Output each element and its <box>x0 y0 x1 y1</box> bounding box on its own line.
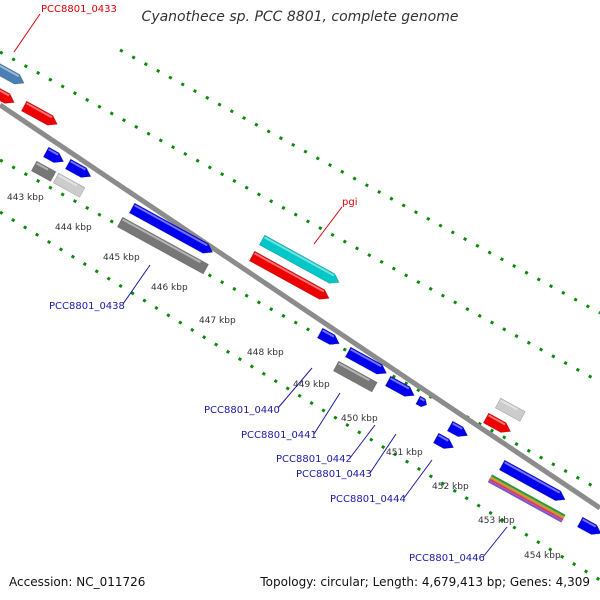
label-leader-line <box>313 392 341 435</box>
backbone-layer <box>0 102 600 511</box>
rna-arrow-a <box>0 82 15 104</box>
rna-arrow-c <box>482 412 512 433</box>
cds-arrow-0438-a <box>128 202 214 254</box>
label-leader-line <box>277 367 313 409</box>
cds-arrow-a <box>42 146 64 163</box>
gc-dots-outer-1 <box>0 50 600 384</box>
label-leader-line <box>13 13 41 53</box>
kbp-tick-label: 448 kbp <box>247 348 284 358</box>
cds-arrow-0442 <box>384 375 415 397</box>
gene-label: PCC8801_0441 <box>241 430 317 441</box>
map-title: Cyanothece sp. PCC 8801, complete genome <box>141 9 459 25</box>
kbp-tick-label: 452 kbp <box>432 482 469 492</box>
gene-label: PCC8801_0444 <box>330 494 406 505</box>
label-leader-line <box>403 459 433 499</box>
kbp-tick-label: 446 kbp <box>151 283 188 293</box>
cds-arrow-0440 <box>316 327 340 345</box>
kbp-tick-label: 454 kbp <box>524 551 561 561</box>
kbp-tick-label: 445 kbp <box>103 253 140 263</box>
cds-arrow-b <box>64 158 92 178</box>
gc-dots-outer-2 <box>119 48 600 315</box>
gc-dots-inner-2 <box>0 210 600 582</box>
cds-arrow-0433 <box>0 54 25 85</box>
cds-arrow-0446 <box>498 459 566 501</box>
gc-dots-layer <box>0 48 600 582</box>
label-layer: 443 kbp 444 kbp 445 kbp 446 kbp 447 kbp 448 k… <box>7 4 561 564</box>
label-leader-line <box>122 264 151 305</box>
label-leader-line <box>482 526 508 558</box>
genome-summary-text: Topology: circular; Length: 4,679,413 bp… <box>260 575 590 589</box>
gc-dots-inner-1 <box>0 158 600 492</box>
cds-arrow-d <box>52 172 86 198</box>
cds-arrow-0441 <box>344 346 388 375</box>
accession-text: Accession: NC_011726 <box>9 575 146 589</box>
kbp-tick-label: 449 kbp <box>293 380 330 390</box>
label-leader-line <box>313 206 343 245</box>
gene-label: PCC8801_0442 <box>276 454 352 465</box>
cds-arrow-pgi <box>258 234 340 284</box>
label-leader-line <box>369 433 397 474</box>
gene-label: pgi <box>342 197 357 208</box>
kbp-tick-label: 443 kbp <box>7 193 44 203</box>
cds-arrow-c <box>30 160 57 182</box>
cds-arrow-0443 <box>415 395 428 408</box>
kbp-tick-label: 453 kbp <box>478 516 515 526</box>
cds-arrow-e <box>576 516 600 535</box>
cds-arrow-0444-b <box>432 432 454 449</box>
gene-label: PCC8801_0438 <box>49 301 125 312</box>
rna-arrow-pgi <box>248 250 330 300</box>
gene-label: PCC8801_0440 <box>204 405 280 416</box>
cds-arrow-0438-b <box>116 216 209 275</box>
cds-arrow-0441-rev <box>332 360 378 393</box>
genome-backbone <box>0 102 600 511</box>
rna-arrow-b <box>20 100 58 126</box>
kbp-tick-label: 451 kbp <box>386 448 423 458</box>
cds-arrow-grey <box>494 397 526 422</box>
gene-label: PCC8801_0433 <box>41 4 117 15</box>
kbp-tick-label: 450 kbp <box>341 414 378 424</box>
kbp-tick-label: 447 kbp <box>199 316 236 326</box>
gene-label: PCC8801_0446 <box>409 553 485 564</box>
label-leader-line <box>349 424 376 459</box>
multi-track-feature <box>487 474 566 523</box>
feature-layer <box>0 54 600 535</box>
kbp-tick-label: 444 kbp <box>55 223 92 233</box>
gene-label: PCC8801_0443 <box>296 469 372 480</box>
cds-arrow-0444-a <box>446 420 468 437</box>
